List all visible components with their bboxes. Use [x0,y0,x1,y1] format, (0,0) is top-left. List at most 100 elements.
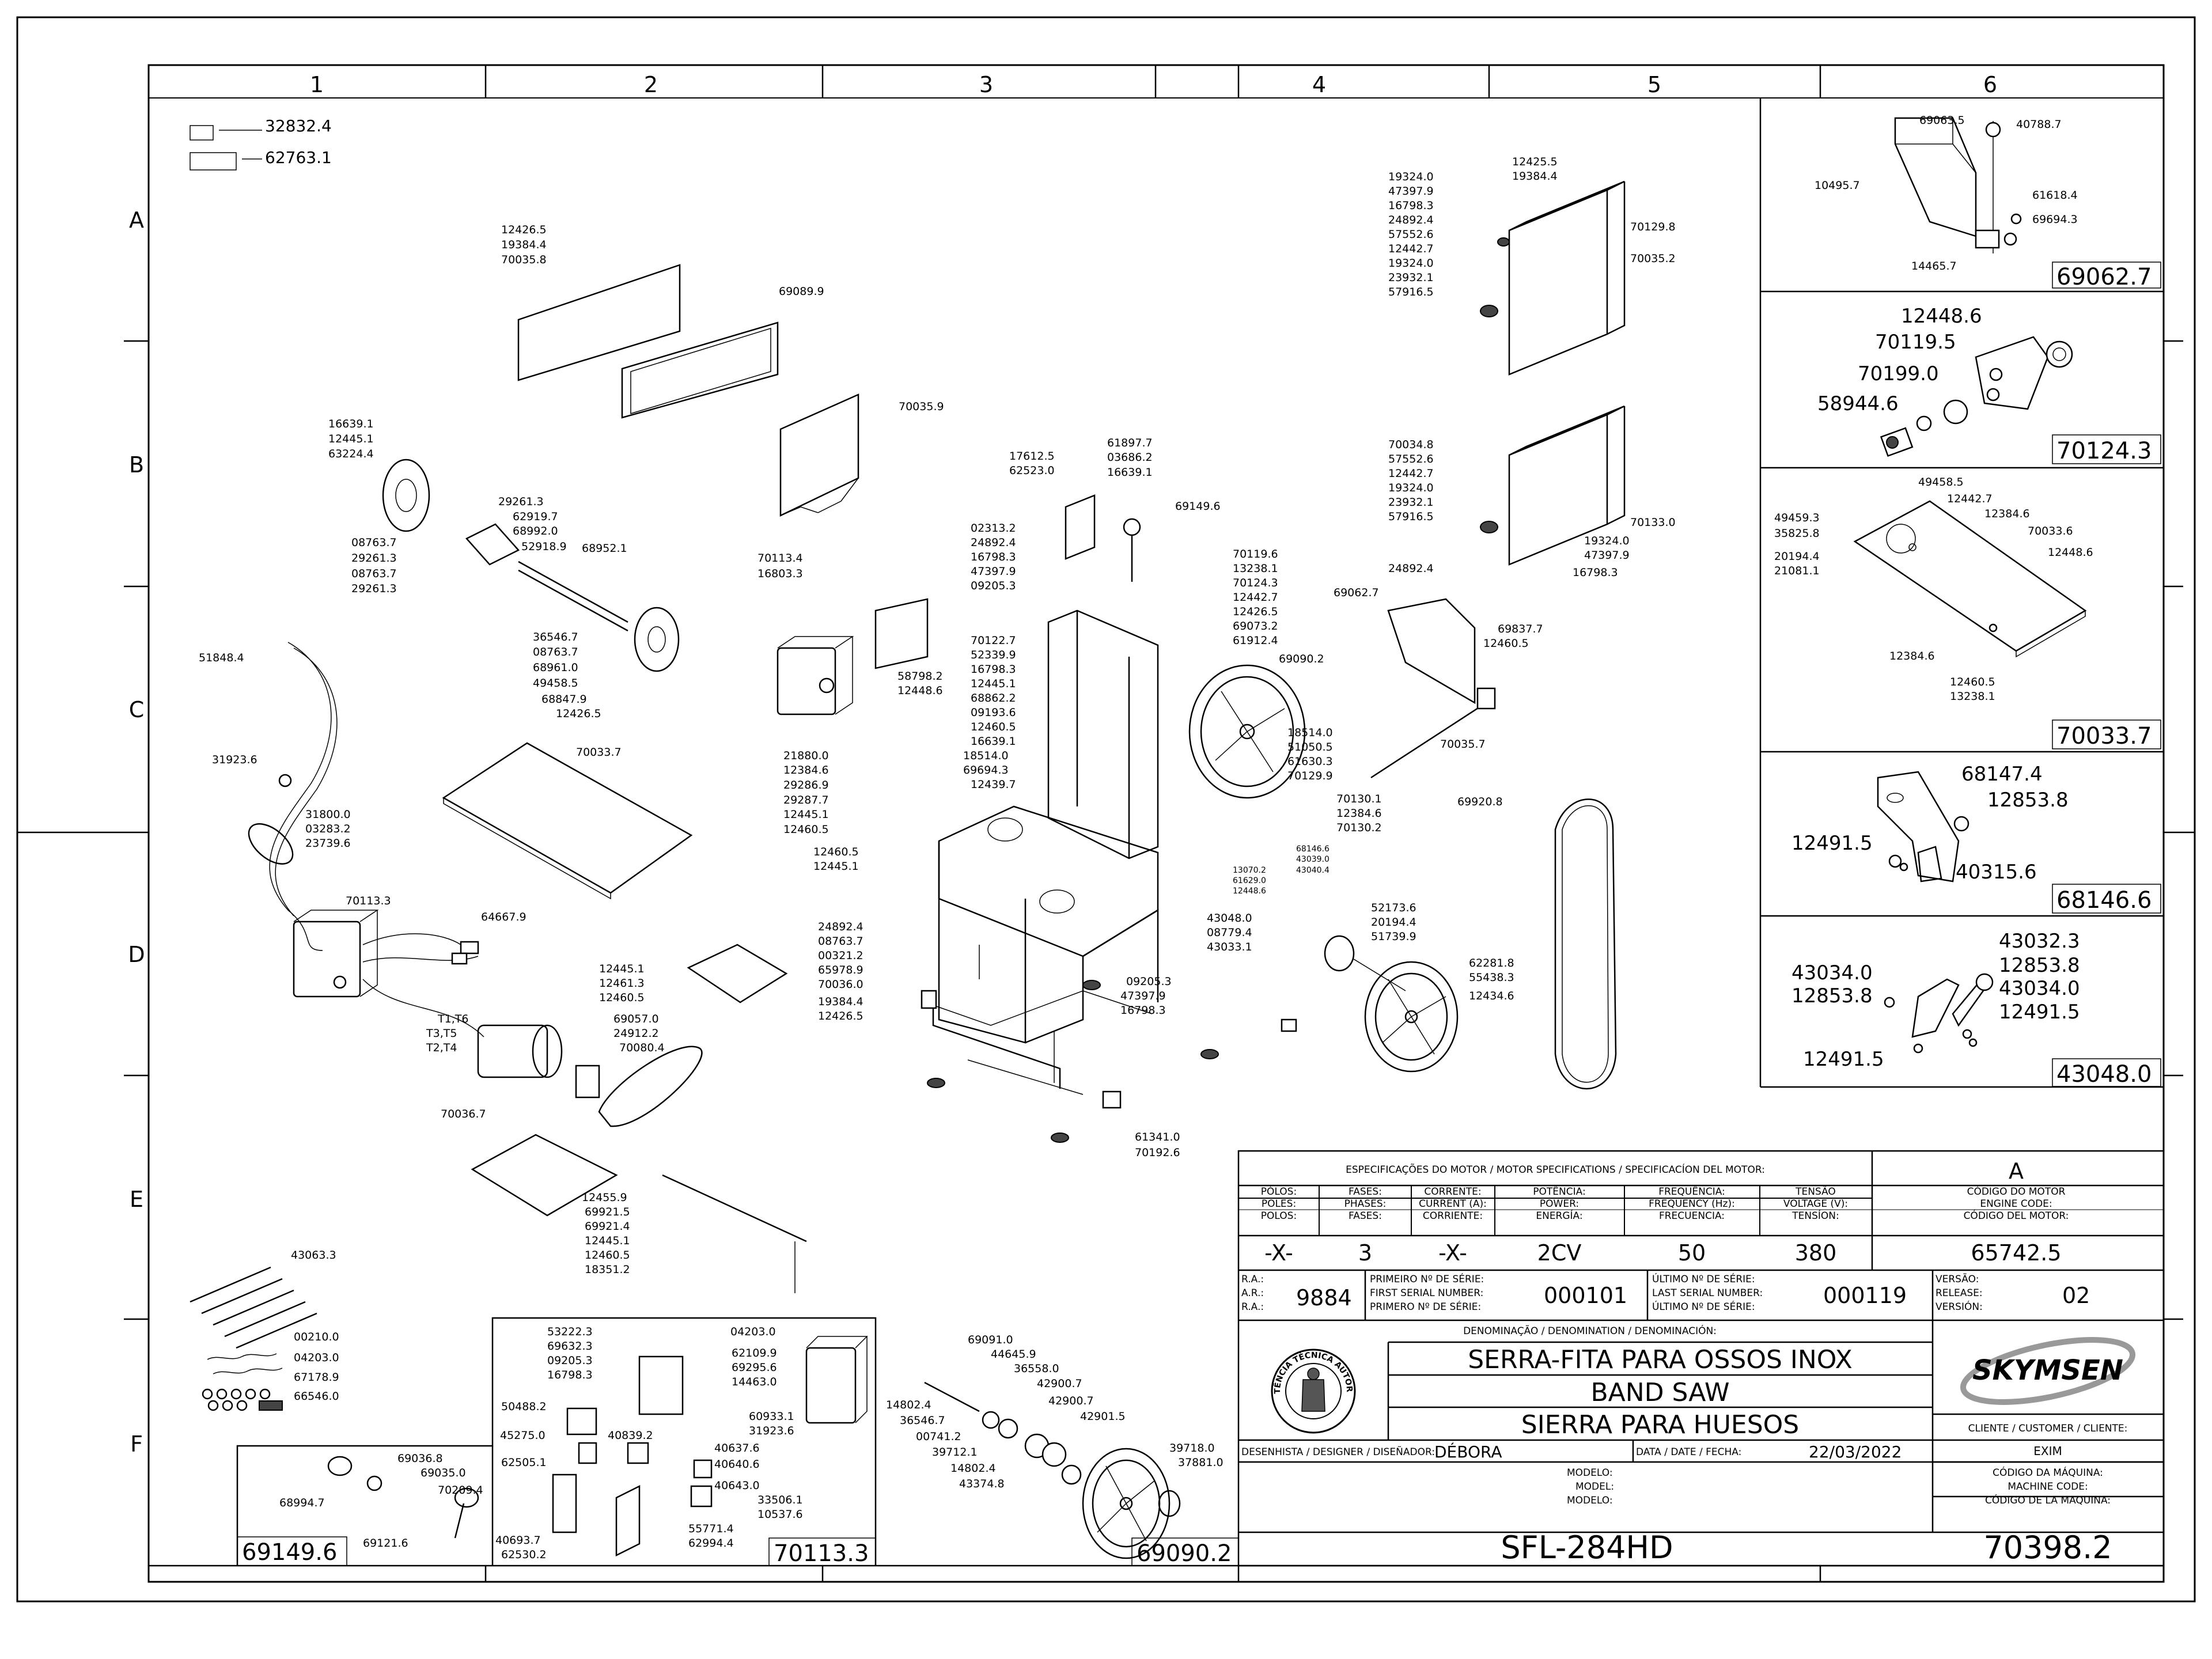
label: 12460.5 [783,823,829,836]
label: 70080.4 [619,1041,665,1054]
label: 69694.3 [963,764,1009,777]
label: 19384.4 [501,238,547,251]
label: 69036.8 [397,1452,443,1465]
row-marker-b: B [129,452,144,478]
label: 70119.5 [1875,331,1956,354]
label: 62919.7 [513,510,558,523]
last-serial-label: ÚLTIMO Nº DE SÉRIE: [1652,1272,1755,1285]
label: 09205.3 [1126,975,1172,988]
upper-wheel-cover: 12425.5 19384.4 19324.0 47397.9 16798.3 … [1388,156,1676,376]
engine-code-label: ENGINE CODE: [1980,1198,2052,1210]
release-label: RELEASE: [1936,1287,1983,1299]
label: 13238.1 [1233,562,1278,575]
label: 12442.7 [1947,493,1993,505]
label: 69121.6 [363,1537,408,1550]
label: 43040.4 [1296,866,1330,875]
label: 12491.5 [1999,1001,2080,1024]
ra-value: 9884 [1296,1285,1352,1310]
label: 47397.9 [971,565,1016,578]
label: 69035.0 [421,1467,466,1479]
name-spanish: SIERRA PARA HUESOS [1521,1410,1799,1440]
ra-label: R.A.: [1241,1301,1264,1313]
label: 12853.8 [1999,954,2080,977]
service-stamp: ASSISTÊNCIA TÉCNICA AUTORIZADA [0,0,1356,1434]
label: 68146.6 [1296,844,1330,854]
label: 51848.4 [199,652,244,664]
label: 00741.2 [916,1430,961,1443]
label: 16803.3 [757,567,803,580]
label: 10495.7 [1815,179,1860,192]
label: 70035.2 [1630,252,1676,265]
label: 43048.0 [1207,912,1252,925]
label: 12455.9 [582,1191,627,1204]
label: 70033.6 [2028,525,2073,537]
first-serial-label: PRIMEIRO Nº DE SÉRIE: [1370,1272,1484,1285]
switch-box: 70113.4 16803.3 58798.2 12448.6 21880.0 … [757,552,943,873]
voltage-label: VOLTAGE (V): [1783,1198,1848,1210]
label: 19324.0 [1388,171,1434,183]
first-serial-label: PRIMERO Nº DE SÉRIE: [1370,1300,1481,1313]
label: 60933.1 [749,1410,794,1423]
label: 68961.0 [533,661,578,674]
label: 12460.5 [1483,637,1529,650]
label: 23739.6 [305,837,351,850]
label: 51739.9 [1371,930,1416,943]
frequency-value: 50 [1678,1240,1706,1266]
label: 70130.1 [1336,793,1382,805]
ra-label: A.R.: [1241,1287,1264,1299]
lower-wheel-cover: 70034.8 57552.6 12442.7 19324.0 23932.1 … [1388,405,1676,579]
label: 18351.2 [585,1263,630,1276]
label: 61618.4 [2032,189,2078,202]
label: 29286.9 [783,779,829,791]
voltage-label: TENSÍON: [1791,1209,1839,1222]
label: 68952.1 [582,542,627,555]
label: 58798.2 [897,670,943,683]
frequency-label: FREQUÊNCIA: [1658,1185,1725,1198]
release-label: VERSÃO: [1936,1272,1979,1285]
ra-label: R.A.: [1241,1274,1264,1285]
revision-letter: A [2009,1158,2024,1184]
label: 49458.5 [533,677,578,690]
label: 68992.0 [513,525,558,537]
label: 42901.5 [1080,1410,1126,1423]
label: 69694.3 [2032,213,2078,226]
label: 09205.3 [547,1354,593,1367]
label: 08779.4 [1207,926,1252,939]
model-label: MODELO: [1567,1467,1613,1479]
detail-code: 69149.6 [242,1539,337,1566]
label: 12426.5 [1233,605,1278,618]
label: 70192.6 [1135,1146,1180,1159]
detail-68146: 68147.4 12853.8 12491.5 40315.6 68146.6 [1791,763,2161,914]
label: 47397.9 [1584,549,1630,562]
col-marker-5: 5 [1647,72,1661,97]
model-value: SFL-284HD [1501,1529,1673,1566]
label: 36558.0 [1014,1362,1059,1375]
label: 70133.0 [1630,516,1676,529]
label: 09205.3 [971,579,1016,592]
poles-label: POLOS: [1261,1210,1297,1222]
last-serial-label: LAST SERIAL NUMBER: [1652,1287,1763,1299]
label: 62530.2 [501,1548,547,1561]
label: 70119.6 [1233,548,1278,560]
label: 12460.5 [1950,676,1995,688]
voltage-label: TENSÃO [1795,1185,1836,1198]
label: 68862.2 [971,692,1016,704]
label: 29287.7 [783,794,829,806]
loose-parts: 43063.3 00210.0 04203.0 67178.9 66546.0 [190,1249,339,1411]
label: 14463.0 [732,1376,777,1388]
label: 69921.4 [585,1220,630,1233]
label: 12491.5 [1791,832,1873,855]
label: 61630.3 [1287,755,1333,768]
label: 43032.3 [1999,930,2080,953]
label: 57916.5 [1388,510,1434,523]
detail-43048: 43032.3 43034.0 12853.8 43034.0 12853.8 … [1791,930,2161,1088]
label: 70130.2 [1336,821,1382,834]
label: 69062.7 [1334,586,1379,599]
stamp-text: ASSISTÊNCIA TÉCNICA AUTORIZADA [0,0,1354,1394]
label: 61897.7 [1107,437,1153,449]
brand-logo: SKYMSEN [1960,1337,2136,1405]
motor-assembly: 70113.3 64667.9 12445.1 12461.3 12460.5 … [293,895,703,1127]
label: 12448.6 [1901,305,1982,328]
label: 12384.6 [1889,650,1935,662]
phases-label: FASES: [1349,1210,1382,1222]
